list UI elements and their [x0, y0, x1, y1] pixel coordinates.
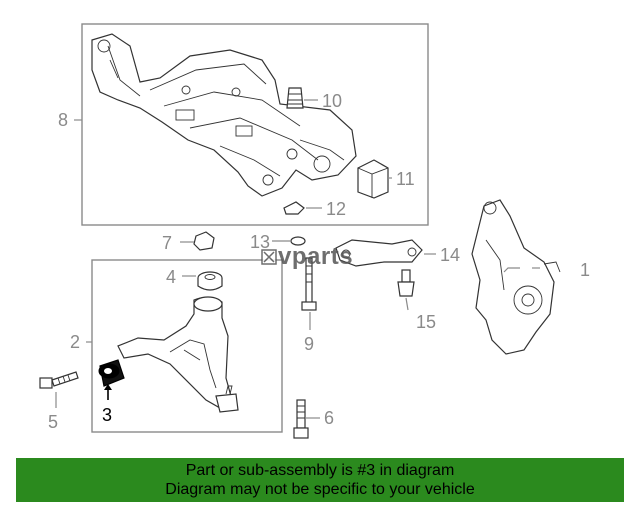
banner-line-1: Part or sub-assembly is #3 in diagram — [185, 462, 455, 479]
subframe-drawing — [91, 33, 357, 197]
callout-1: 1 — [580, 260, 590, 280]
part-4-drawing — [197, 271, 223, 291]
callout-7: 7 — [162, 233, 172, 253]
part-13-washer-drawing — [290, 236, 306, 246]
lower-arm-group-box — [91, 259, 283, 433]
svg-text:vparts: vparts — [278, 243, 353, 270]
parts-diagram: 8 10 11 12 7 13 4 14 1 15 9 2 5 6 3 vpar… — [39, 23, 590, 439]
part-14-drawing — [335, 239, 423, 267]
part-9-bolt-drawing — [301, 257, 317, 311]
callout-5: 5 — [48, 412, 58, 432]
callout-11: 11 — [396, 169, 415, 189]
callout-2: 2 — [70, 332, 80, 352]
vparts-watermark: vparts — [261, 243, 353, 270]
callout-13: 13 — [250, 232, 270, 252]
callout-3-highlighted: 3 — [102, 405, 112, 425]
subframe-group-box — [81, 23, 429, 226]
banner-line-2: Diagram may not be specific to your vehi… — [165, 481, 475, 498]
lower-control-arm-drawing — [117, 296, 239, 413]
callout-4: 4 — [166, 267, 176, 287]
part-1-knuckle-drawing — [471, 199, 561, 355]
callout-9: 9 — [304, 334, 314, 354]
part-15-drawing — [397, 269, 415, 297]
callout-6: 6 — [324, 408, 334, 428]
callout-14: 14 — [440, 245, 460, 265]
callout-10: 10 — [322, 91, 342, 111]
info-banner: Part or sub-assembly is #3 in diagram Di… — [16, 458, 624, 502]
callout-12: 12 — [326, 199, 346, 219]
part-10-drawing — [286, 87, 304, 109]
callout-8: 8 — [58, 110, 68, 130]
part-7-nut-drawing — [193, 231, 215, 251]
part-6-bolt-drawing — [293, 399, 309, 439]
callout-15: 15 — [416, 312, 436, 332]
part-5-bolt-drawing — [39, 371, 79, 389]
part-11-drawing — [357, 159, 389, 199]
leader-lines — [55, 99, 540, 419]
part-12-drawing — [283, 201, 305, 215]
part-3-bushing-drawing — [98, 359, 125, 387]
